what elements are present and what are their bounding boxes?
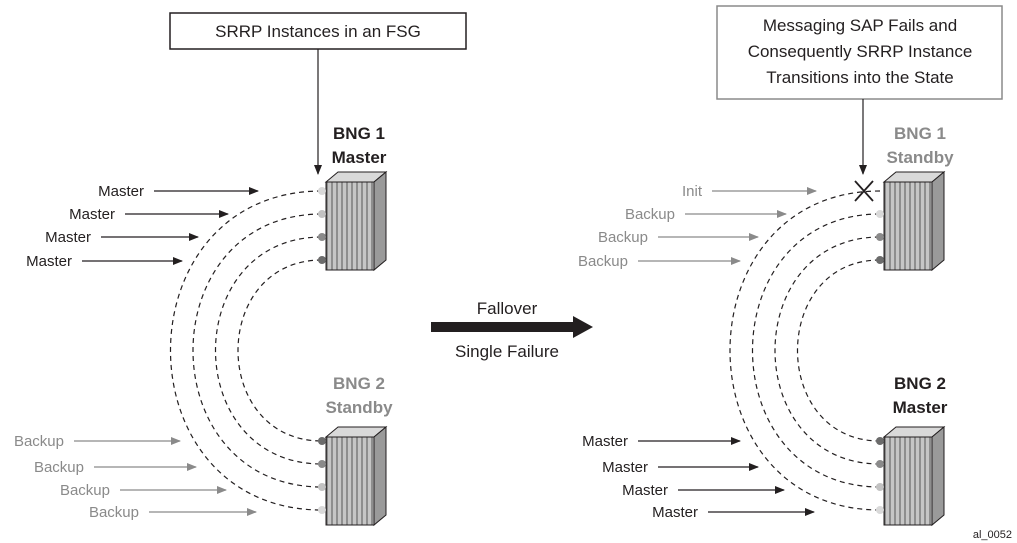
left-callout-text: SRRP Instances in an FSG bbox=[215, 22, 421, 41]
right-top-label-1: Init bbox=[682, 183, 703, 200]
right-top-label-2: Backup bbox=[625, 206, 675, 223]
port-dot bbox=[876, 233, 884, 241]
right-arc-3 bbox=[774, 236, 881, 465]
right-bng1-state: Standby bbox=[886, 148, 954, 167]
port-dot bbox=[318, 187, 326, 195]
left-bng1-name: BNG 1 bbox=[333, 124, 385, 143]
fallover-label: Fallover bbox=[477, 299, 538, 318]
left-callout-box bbox=[169, 12, 467, 50]
failed-port-x-icon bbox=[854, 180, 874, 202]
port-dot bbox=[318, 483, 326, 491]
figure-id: al_0052 bbox=[973, 529, 1012, 541]
left-arc-2 bbox=[192, 213, 323, 488]
right-bng2-router-icon bbox=[882, 425, 946, 527]
right-bottom-label-2: Master bbox=[602, 459, 648, 476]
left-bottom-label-4: Backup bbox=[89, 504, 139, 521]
right-bng1-name: BNG 1 bbox=[894, 124, 946, 143]
right-callout-line-1: Messaging SAP Fails and bbox=[763, 16, 957, 35]
right-bottom-label-4: Master bbox=[652, 504, 698, 521]
port-dot bbox=[876, 437, 884, 445]
left-panel: SRRP Instances in an FSG BNG 1 Master BN… bbox=[14, 12, 467, 527]
right-bottom-labels: Master Master Master Master bbox=[582, 433, 815, 521]
right-bng1-ports bbox=[854, 180, 884, 264]
left-bottom-label-2: Backup bbox=[34, 459, 84, 476]
right-panel: Messaging SAP Fails and Consequently SRR… bbox=[578, 5, 1003, 527]
port-dot bbox=[876, 210, 884, 218]
right-top-label-3: Backup bbox=[598, 229, 648, 246]
fallover-arrow-icon bbox=[431, 316, 593, 338]
left-bng2-router-icon bbox=[324, 425, 388, 527]
port-dot bbox=[876, 506, 884, 514]
port-dot bbox=[318, 437, 326, 445]
left-top-label-3: Master bbox=[45, 229, 91, 246]
left-bng2-state: Standby bbox=[325, 398, 393, 417]
port-dot bbox=[318, 506, 326, 514]
right-srrp-arcs bbox=[729, 190, 881, 511]
left-bottom-label-3: Backup bbox=[60, 482, 110, 499]
left-bng1-ports bbox=[318, 187, 326, 264]
left-srrp-arcs bbox=[170, 190, 323, 511]
failover-indicator: Fallover Single Failure bbox=[431, 299, 593, 361]
port-dot bbox=[318, 233, 326, 241]
right-callout-box bbox=[716, 5, 1003, 100]
right-bng1-router-icon bbox=[882, 170, 946, 272]
left-top-labels: Master Master Master Master bbox=[26, 183, 259, 270]
port-dot bbox=[318, 256, 326, 264]
right-bng2-ports bbox=[876, 437, 884, 514]
right-bottom-label-1: Master bbox=[582, 433, 628, 450]
port-dot bbox=[876, 256, 884, 264]
right-top-labels: Init Backup Backup Backup bbox=[578, 183, 817, 270]
left-top-label-4: Master bbox=[26, 253, 72, 270]
left-top-label-1: Master bbox=[98, 183, 144, 200]
left-arc-1 bbox=[170, 190, 323, 511]
left-arc-4 bbox=[237, 259, 323, 442]
left-bng2-name: BNG 2 bbox=[333, 374, 385, 393]
single-failure-label: Single Failure bbox=[455, 342, 559, 361]
port-dot bbox=[876, 483, 884, 491]
port-dot bbox=[318, 210, 326, 218]
right-arc-1 bbox=[729, 190, 881, 511]
left-bng2-ports bbox=[318, 437, 326, 514]
left-bng1-router-icon bbox=[324, 170, 388, 272]
right-bottom-label-3: Master bbox=[622, 482, 668, 499]
left-bottom-label-1: Backup bbox=[14, 433, 64, 450]
port-dot bbox=[876, 460, 884, 468]
right-arc-2 bbox=[752, 213, 881, 488]
right-callout-line-3: Transitions into the State bbox=[766, 68, 953, 87]
right-top-label-4: Backup bbox=[578, 253, 628, 270]
left-bng1-state: Master bbox=[332, 148, 387, 167]
left-bottom-labels: Backup Backup Backup Backup bbox=[14, 433, 257, 521]
right-callout-line-2: Consequently SRRP Instance bbox=[748, 42, 973, 61]
right-bng2-name: BNG 2 bbox=[894, 374, 946, 393]
left-top-label-2: Master bbox=[69, 206, 115, 223]
port-dot bbox=[318, 460, 326, 468]
left-arc-3 bbox=[215, 236, 323, 465]
right-bng2-state: Master bbox=[893, 398, 948, 417]
right-arc-4 bbox=[797, 259, 881, 442]
